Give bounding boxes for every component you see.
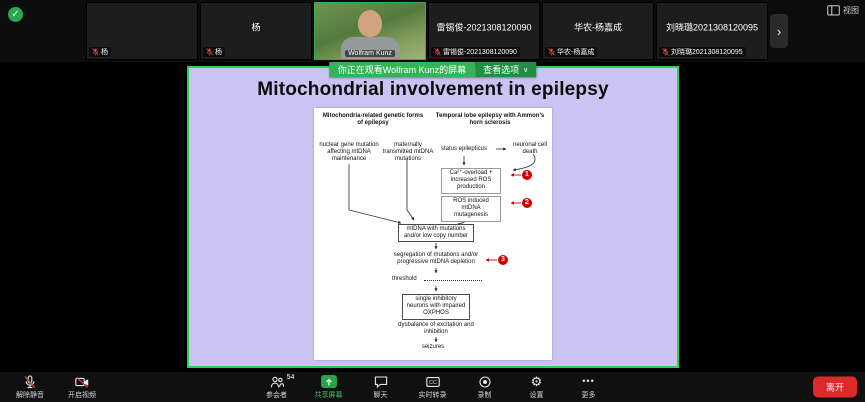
live-transcript-label: 实时转录: [418, 391, 447, 399]
red-badge-1: 1: [522, 170, 532, 180]
next-participants-button[interactable]: ›: [770, 14, 788, 48]
muted-mic-icon: [434, 48, 441, 56]
threshold-dotted-line: [424, 280, 482, 281]
speaker-head: [358, 10, 382, 37]
node-ca-overload: Ca²⁺-overload + increased ROS production: [441, 168, 501, 194]
node-threshold: threshold: [392, 276, 417, 282]
settings-label: 设置: [529, 391, 544, 399]
record-button[interactable]: 录制: [459, 372, 511, 402]
unmute-label: 解除静音: [16, 391, 44, 399]
participant-tile[interactable]: 刘晓璐2021308120095 刘晓璐2021308120095: [656, 2, 768, 60]
record-icon: [478, 375, 491, 388]
node-dysbalance: dysbalance of excitation and inhibition: [398, 322, 474, 336]
participant-label: 杨: [215, 49, 222, 56]
red-badge-2: 2: [522, 198, 532, 208]
shared-screen: Mitochondrial involvement in epilepsy: [187, 66, 679, 368]
participant-tile[interactable]: 雷锡俊-2021308120090 雷锡俊-2021308120090: [428, 2, 540, 60]
participant-name: 刘晓璐2021308120095: [665, 22, 759, 33]
layout-view-icon: [827, 5, 840, 16]
participant-footer: Wolfram Kunz: [345, 50, 395, 57]
node-inhibitory-neurons: single inhibitory neurons with impaired …: [402, 294, 470, 320]
participant-tile[interactable]: 杨 杨: [200, 2, 312, 60]
chat-bubble-icon: [374, 375, 387, 388]
participant-tiles: 杨 杨 杨 Wolfram Kunz: [86, 2, 788, 60]
node-status-epilepticus: status epilepticus: [440, 146, 488, 152]
start-video-label: 开启视频: [68, 391, 96, 399]
ellipsis-icon: •••: [582, 376, 595, 386]
muted-mic-icon: [662, 48, 669, 56]
gear-icon: ⚙: [530, 374, 543, 389]
record-label: 录制: [477, 391, 492, 399]
share-screen-icon: [320, 375, 337, 388]
more-label: 更多: [581, 391, 596, 399]
muted-mic-icon: [548, 48, 555, 56]
node-segregation: segregation of mutations and/or progress…: [393, 252, 479, 266]
diagram-right-header: Temporal lobe epilepsy with Ammon's horn…: [435, 113, 545, 127]
screen-share-banner: 你正在观看Wolfram Kunz的屏幕 查看选项 ∨: [328, 62, 537, 77]
participant-name: 雷锡俊-2021308120090: [436, 22, 532, 33]
participant-name: 华农-杨嘉成: [574, 22, 622, 33]
meeting-toolbar: 解除静音 开启视频: [0, 372, 865, 402]
slide-title: Mitochondrial involvement in epilepsy: [257, 79, 609, 100]
view-button[interactable]: 视图: [827, 5, 859, 16]
participant-footer: 刘晓璐2021308120095: [659, 47, 746, 57]
muted-mic-icon: [92, 48, 99, 56]
participant-label: 雷锡俊-2021308120090: [443, 49, 517, 56]
leave-meeting-button[interactable]: 离开: [812, 376, 857, 398]
participant-tile-video[interactable]: Wolfram Kunz: [314, 2, 426, 60]
diagram-left-header: Mitochondria-related genetic forms of ep…: [322, 113, 424, 127]
security-shield-icon[interactable]: ✓: [8, 7, 23, 22]
view-label: 视图: [843, 6, 859, 15]
camera-off-icon: [75, 376, 89, 388]
node-maternal-mtdna: maternally transmitted mtDNA mutations: [382, 142, 434, 163]
toolbar-center-group: 54 参会者 共享屏幕: [251, 372, 615, 402]
participant-tile[interactable]: 杨: [86, 2, 198, 60]
participant-footer: 杨: [89, 47, 111, 57]
start-video-button[interactable]: 开启视频: [56, 372, 108, 402]
participant-footer: 华农-杨嘉成: [545, 47, 598, 57]
toolbar-left-group: 解除静音 开启视频: [4, 372, 108, 402]
chevron-right-icon: ›: [776, 23, 782, 39]
share-screen-button[interactable]: 共享屏幕: [303, 372, 355, 402]
participants-label: 参会者: [266, 391, 287, 399]
node-neuronal-death: neuronal cell death: [512, 142, 548, 156]
participants-count-badge: 54: [286, 373, 295, 381]
node-nuclear-mutation: nuclear gene mutation affecting mtDNA ma…: [319, 142, 379, 163]
red-badge-3: 3: [498, 255, 508, 265]
muted-mic-icon: [206, 48, 213, 56]
epilepsy-flowchart: Mitochondria-related genetic forms of ep…: [314, 108, 552, 360]
participant-label: Wolfram Kunz: [348, 50, 392, 57]
chat-button[interactable]: 聊天: [355, 372, 407, 402]
view-options-button[interactable]: 查看选项 ∨: [475, 62, 537, 77]
muted-mic-icon: [24, 374, 36, 388]
node-seizures: seizures: [421, 344, 445, 350]
live-transcript-button[interactable]: CC 实时转录: [407, 372, 459, 402]
video-strip: ✓ 视图 杨 杨: [0, 0, 865, 62]
more-button[interactable]: ••• 更多: [563, 372, 615, 402]
svg-text:CC: CC: [429, 380, 437, 386]
participant-label: 刘晓璐2021308120095: [671, 49, 743, 56]
node-mtdna-mutations: mtDNA with mutations and/or low copy num…: [398, 224, 474, 243]
participant-tile[interactable]: 华农-杨嘉成 华农-杨嘉成: [542, 2, 654, 60]
participant-name: 杨: [251, 22, 261, 33]
view-options-label: 查看选项: [483, 65, 520, 75]
participants-icon: [270, 376, 284, 387]
cc-icon: CC: [425, 376, 440, 387]
share-screen-label: 共享屏幕: [314, 391, 343, 399]
share-banner-text: 你正在观看Wolfram Kunz的屏幕: [328, 62, 476, 77]
participant-label: 华农-杨嘉成: [557, 49, 595, 56]
participant-footer: 雷锡俊-2021308120090: [431, 47, 520, 57]
participant-label: 杨: [101, 49, 108, 56]
chat-label: 聊天: [373, 391, 388, 399]
settings-button[interactable]: ⚙ 设置: [511, 372, 563, 402]
participants-button[interactable]: 54 参会者: [251, 372, 303, 402]
chevron-down-icon: ∨: [523, 66, 529, 74]
participant-footer: 杨: [203, 47, 225, 57]
unmute-button[interactable]: 解除静音: [4, 372, 56, 402]
node-ros-mutagenesis: ROS induced mtDNA mutagenesis: [441, 196, 501, 222]
